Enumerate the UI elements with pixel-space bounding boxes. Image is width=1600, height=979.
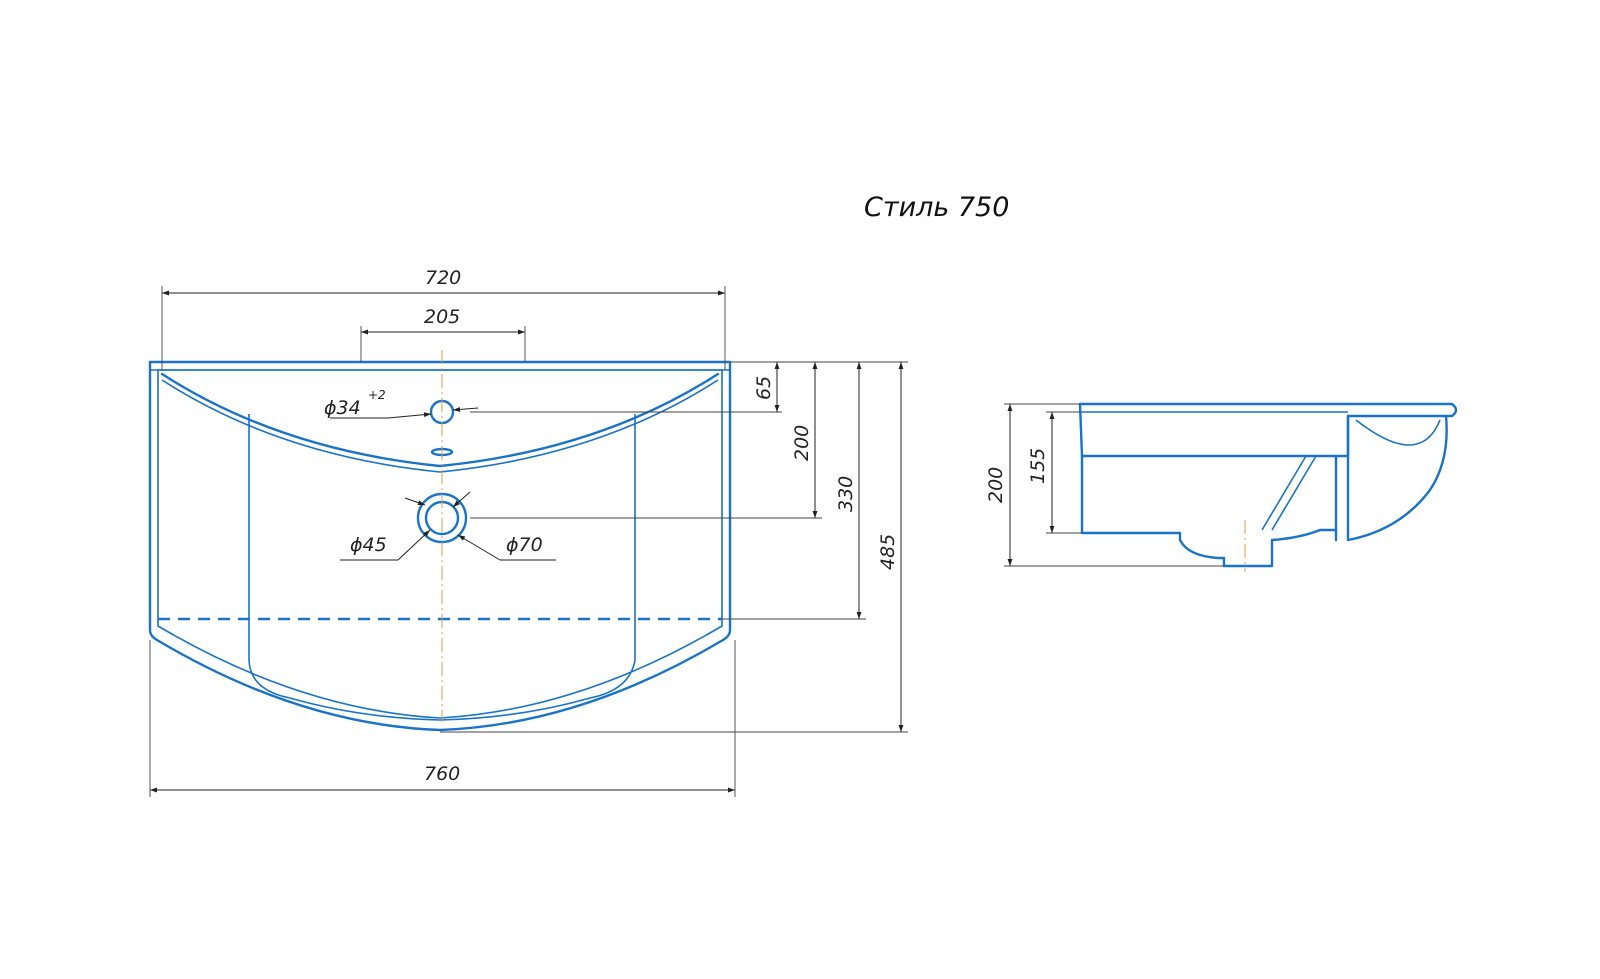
dim-phi70-leader-diag	[457, 534, 501, 561]
dim-phi70-upper-arrow	[404, 497, 426, 506]
tap-shelf-curve	[160, 372, 720, 468]
drawing-title: Стиль 750	[864, 192, 1009, 223]
dim-200-text: 200	[791, 425, 813, 461]
dim-485-text: 485	[877, 534, 899, 570]
side-view	[1078, 402, 1458, 572]
dim-330-text: 330	[835, 476, 857, 512]
side-view-dimensions: 200 155	[985, 403, 1224, 567]
dim-phi45-text: ϕ45	[350, 534, 387, 556]
side-dim-155-text: 155	[1027, 448, 1049, 484]
basin-inner-contour	[157, 369, 723, 719]
dim-phi45-leader-diag	[397, 529, 431, 561]
dim-phi34-leader-out	[452, 406, 479, 412]
tap-shelf-curve-inner	[161, 379, 719, 473]
dim-720-text: 720	[425, 267, 461, 289]
dim-phi34-text: ϕ34	[324, 397, 361, 419]
dim-phi70-text: ϕ70	[506, 534, 543, 556]
side-cabinet-body	[1080, 454, 1338, 568]
dim-760-text: 760	[424, 763, 460, 785]
bowl-contour	[248, 414, 636, 721]
basin-outer-contour	[148, 360, 732, 732]
top-view	[148, 350, 732, 732]
dim-phi34-leader-diag	[387, 412, 432, 419]
side-bowl-front-curve	[1346, 414, 1448, 542]
side-bowl-diagonal	[1261, 455, 1317, 531]
dim-phi34-tolerance: +2	[368, 388, 386, 402]
side-bowl-front-curve-inner	[1355, 419, 1441, 446]
dim-65-text: 65	[753, 376, 775, 400]
dim-205-text: 205	[424, 306, 460, 328]
top-view-dimensions: 720 205 65 200 330 485 760 ϕ34	[149, 267, 908, 797]
side-dim-200-text: 200	[985, 467, 1007, 503]
dim-phi45-inner-arrow	[452, 491, 471, 508]
